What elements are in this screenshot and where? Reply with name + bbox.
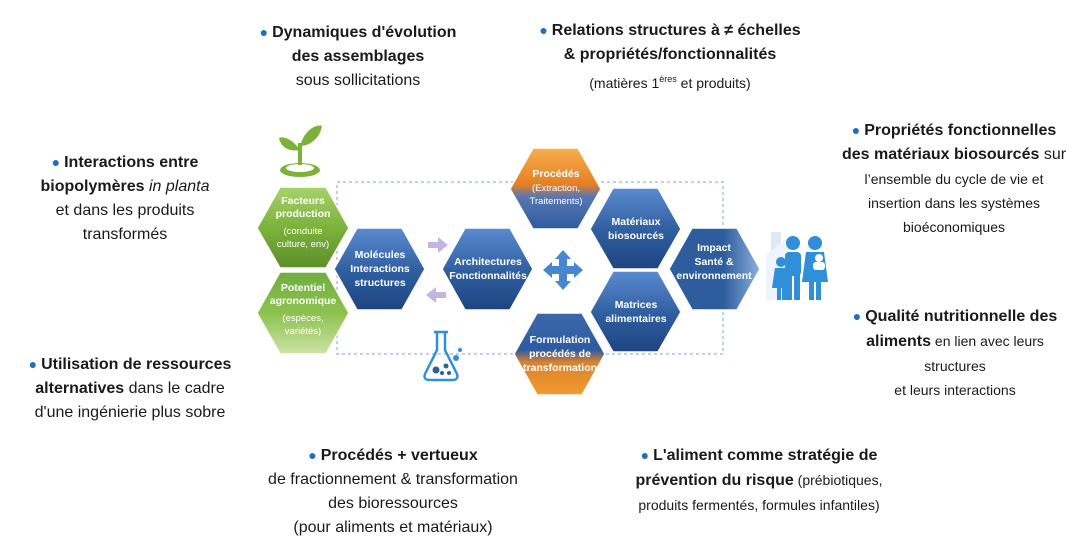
bullet-icon: ● xyxy=(28,356,38,372)
proprietes-line4: insertion dans les systèmes xyxy=(868,195,1040,211)
relations-line3b: et produits) xyxy=(676,75,751,91)
bullet-icon: ● xyxy=(539,22,548,38)
hex-architectures: Architectures Fonctionnalités xyxy=(441,227,534,311)
hex-materiaux: Matériaux biosourcés xyxy=(589,187,682,270)
hex-impact: Impact Santé & environnement xyxy=(668,227,761,311)
hex-potentiel-title1: Potentiel xyxy=(281,282,325,294)
hex-facteurs-sub1: (conduite xyxy=(283,226,322,237)
hex-molecules-l2: Interactions xyxy=(350,263,410,275)
family-icon xyxy=(766,232,828,300)
hex-impact-l2: Santé & xyxy=(694,256,734,268)
bullet-icon: ● xyxy=(852,308,862,324)
proprietes-line1: Propriétés fonctionnelles xyxy=(864,122,1057,139)
cross-arrows-icon xyxy=(543,250,583,290)
qualite-line2a: aliments xyxy=(866,333,932,350)
hex-facteurs-title1: Facteurs xyxy=(281,195,325,207)
utilisation-line2b: dans le cadre xyxy=(124,380,225,397)
hex-potentiel-agronomique: Potentiel agronomique (espèces, variétés… xyxy=(256,271,350,355)
proprietes-line2a: des matériaux biosourcés xyxy=(841,146,1040,163)
block-dynamiques: ●Dynamiques d'évolution des assemblages … xyxy=(228,20,488,93)
hex-molecules: Molécules Interactions structures xyxy=(333,227,426,311)
hex-materiaux-l1: Matériaux xyxy=(611,216,660,228)
dynamiques-line2: des assemblages xyxy=(291,48,425,65)
aliment-line2a: prévention du risque xyxy=(635,472,794,489)
hex-formulation: Formulation procédés de transformation xyxy=(513,312,606,396)
bullet-icon: ● xyxy=(51,154,61,170)
hex-facteurs-sub2: culture, env) xyxy=(277,239,329,250)
procedes-line4: (pour aliments et matériaux) xyxy=(293,519,493,536)
block-procedes: ●Procédés + vertueux de fractionnement &… xyxy=(226,443,560,540)
hex-matrices-l2: alimentaires xyxy=(605,313,666,325)
hex-potentiel-sub2: variétés) xyxy=(285,326,321,337)
hex-matrices-l1: Matrices xyxy=(615,299,658,311)
hex-molecules-l1: Molécules xyxy=(355,249,406,261)
block-aliment: ●L'aliment comme stratégie de prévention… xyxy=(594,443,924,517)
qualite-line2b: en lien avec leurs xyxy=(931,333,1044,349)
utilisation-line1: Utilisation de ressources xyxy=(41,356,232,373)
arrow-left-icon xyxy=(426,287,446,303)
dynamiques-line3: sous sollicitations xyxy=(295,72,421,89)
hex-potentiel-title2: agronomique xyxy=(270,295,337,307)
hex-procedes: Procédés (Extraction, Traitements) xyxy=(509,147,602,230)
hex-formulation-l1: Formulation xyxy=(530,334,591,346)
flask-icon xyxy=(423,330,462,382)
bullet-icon: ● xyxy=(640,447,650,463)
hex-architectures-l1: Architectures xyxy=(454,256,522,268)
hex-formulation-l2: procédés de xyxy=(529,348,591,360)
aliment-line2b: (prébiotiques, xyxy=(793,472,883,488)
hex-impact-l3: environnement xyxy=(676,270,752,282)
procedes-line1: Procédés + vertueux xyxy=(320,447,478,464)
hex-molecules-l3: structures xyxy=(354,277,406,289)
proprietes-line5: bioéconomiques xyxy=(903,219,1005,235)
block-relations: ●Relations structures à ≠ échelles & pro… xyxy=(505,18,835,95)
relations-line3a: (matières 1 xyxy=(589,75,660,91)
procedes-line3: des bioressources xyxy=(328,495,458,512)
bullet-icon: ● xyxy=(259,24,269,40)
aliment-line1: L'aliment comme stratégie de xyxy=(653,447,878,464)
relations-line3sup: ères xyxy=(659,74,677,84)
block-utilisation: ●Utilisation de ressources alternatives … xyxy=(6,352,254,425)
hex-facteurs-production: Facteurs production (conduite culture, e… xyxy=(256,186,350,269)
hex-impact-l1: Impact xyxy=(697,242,731,254)
sprout-icon xyxy=(279,125,322,177)
interactions-line2a: biopolymères xyxy=(40,178,149,195)
utilisation-line3: d'une ingénierie plus sobre xyxy=(34,404,226,421)
block-interactions: ●Interactions entre biopolymères in plan… xyxy=(10,150,240,247)
interactions-line3: et dans les produits xyxy=(55,202,195,219)
block-proprietes: ●Propriétés fonctionnelles des matériaux… xyxy=(820,118,1088,239)
hex-architectures-l2: Fonctionnalités xyxy=(449,270,527,282)
hex-formulation-l3: transformation xyxy=(523,362,597,374)
relations-line2: & propriétés/fonctionnalités xyxy=(563,46,777,63)
hex-procedes-sub2: Traitements) xyxy=(530,196,583,207)
qualite-line4: et leurs interactions xyxy=(894,382,1016,398)
hex-materiaux-l2: biosourcés xyxy=(608,230,664,242)
hex-matrices: Matrices alimentaires xyxy=(589,270,682,353)
proprietes-line2b: sur xyxy=(1039,146,1067,163)
interactions-line4: transformés xyxy=(82,226,168,243)
bullet-icon: ● xyxy=(851,122,861,138)
hex-procedes-title: Procédés xyxy=(532,168,579,180)
interactions-line1: Interactions entre xyxy=(64,154,199,171)
qualite-line3: structures xyxy=(924,358,986,374)
hex-procedes-sub1: (Extraction, xyxy=(532,183,580,194)
proprietes-line3: l’ensemble du cycle de vie et xyxy=(864,171,1044,187)
bullet-icon: ● xyxy=(308,447,317,463)
arrow-right-icon xyxy=(428,237,448,253)
hex-potentiel-sub1: (espèces, xyxy=(282,313,323,324)
utilisation-line2a: alternatives xyxy=(35,380,125,397)
interactions-line2b: in planta xyxy=(148,178,210,195)
block-qualite: ●Qualité nutritionnelle des aliments en … xyxy=(822,304,1088,402)
aliment-line3: produits fermentés, formules infantiles) xyxy=(638,497,880,513)
relations-line1: Relations structures à ≠ échelles xyxy=(551,22,801,39)
dynamiques-line1: Dynamiques d'évolution xyxy=(272,24,457,41)
hex-facteurs-title2: production xyxy=(276,208,331,220)
qualite-line1: Qualité nutritionnelle des xyxy=(865,308,1058,325)
procedes-line2: de fractionnement & transformation xyxy=(268,471,518,488)
